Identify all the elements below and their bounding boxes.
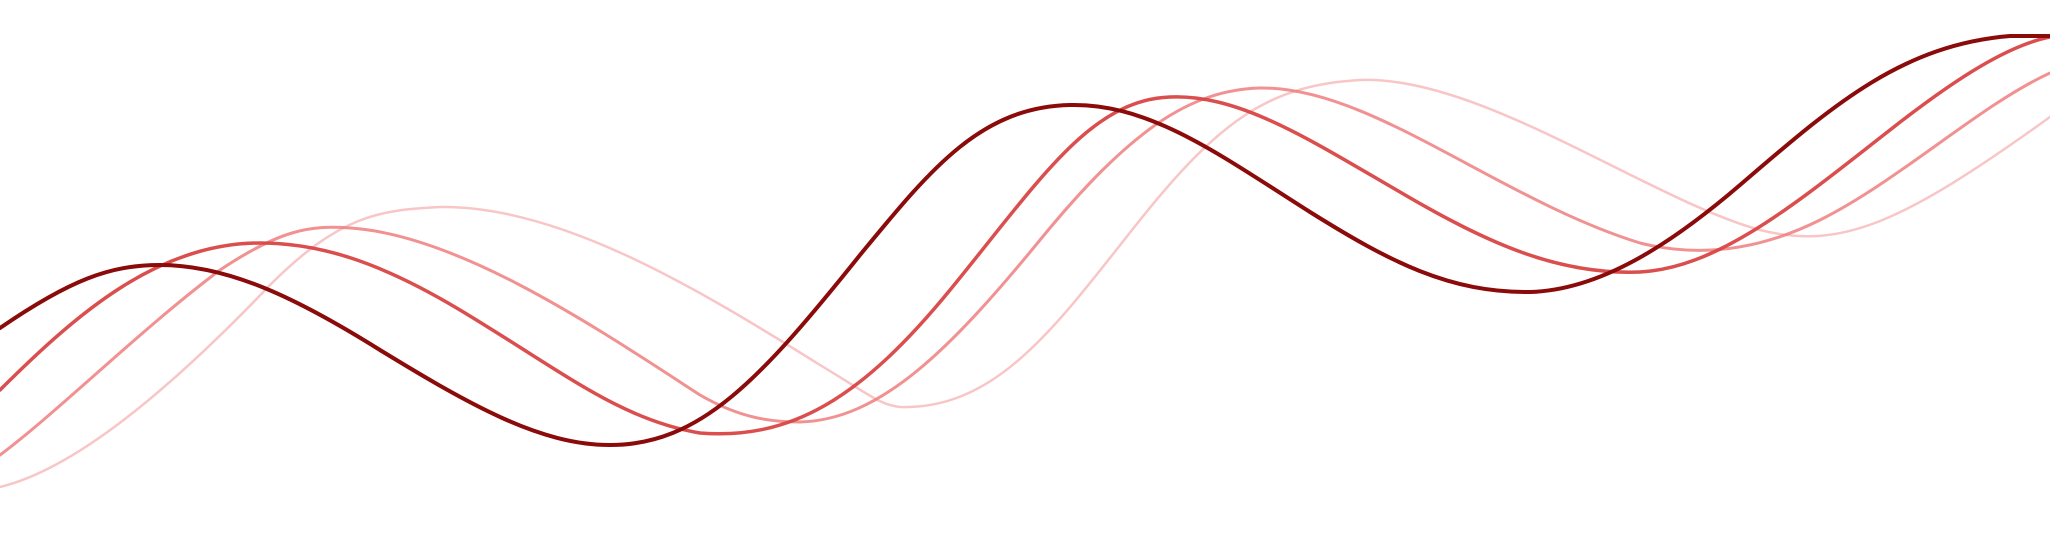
wave-line-darkest <box>0 34 2050 447</box>
wave-line-medium <box>0 71 2050 457</box>
wave-line-light <box>0 78 2050 489</box>
wave-line-dark <box>0 35 2050 436</box>
